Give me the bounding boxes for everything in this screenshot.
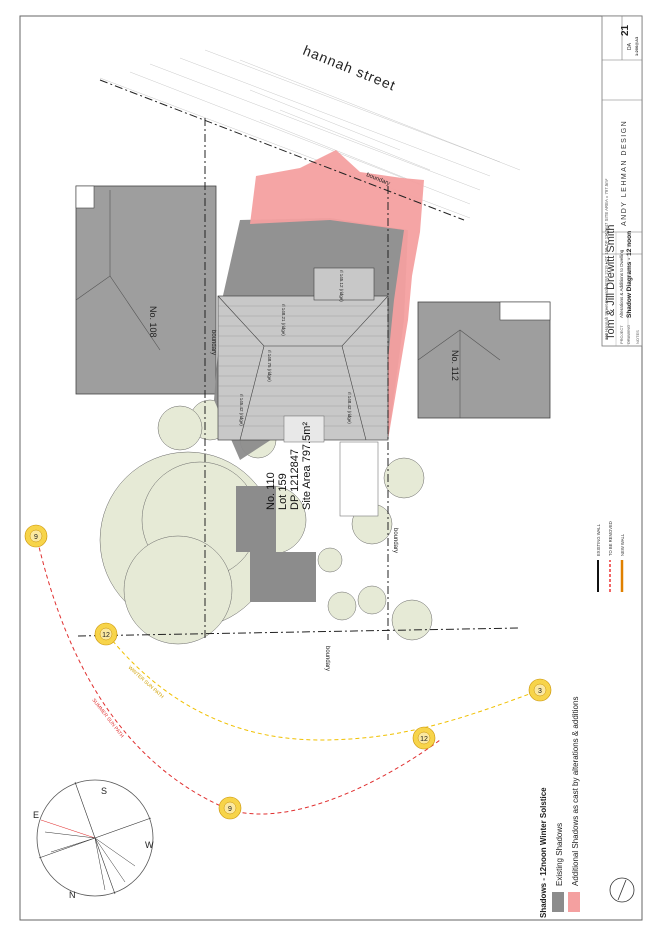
roof-hatch xyxy=(218,305,388,427)
notes-label: NOTES xyxy=(635,330,640,344)
sun-icon: 9 xyxy=(24,524,48,548)
lot-info: No. 110 Lot 159 DP 1212847 Site Area 797… xyxy=(265,422,313,510)
boundary-label-bottom: boundary xyxy=(324,646,330,671)
legend-removed-wall: TO BE REMOVED xyxy=(608,521,613,556)
boundary-label-right: boundary xyxy=(392,528,398,553)
svg-text:12: 12 xyxy=(102,632,110,639)
sun-icon: 12 xyxy=(412,726,436,750)
svg-text:3: 3 xyxy=(538,688,542,695)
drawing-value: Shadow Diagrams - 12 noon xyxy=(626,231,633,318)
site-address: 110 Hannah Street Beecroft NSW 2119 LOT … xyxy=(604,178,609,340)
compass: N S E W xyxy=(33,779,154,900)
lot-number: No. 110 xyxy=(265,472,277,510)
drawing-label: DRAWING xyxy=(626,325,631,344)
compass-n: N xyxy=(69,890,76,900)
legend-swatch-existing xyxy=(552,892,564,912)
site-boundary xyxy=(77,79,521,640)
compass-e: E xyxy=(33,810,39,820)
sun-icon: 3 xyxy=(528,678,552,702)
compass-w: W xyxy=(145,840,154,850)
legend-existing-wall: EXISTING WALL xyxy=(596,523,601,556)
svg-text:9: 9 xyxy=(228,806,232,813)
compass-s: S xyxy=(101,786,107,796)
sun-paths xyxy=(35,533,541,815)
sun-icon: 9 xyxy=(218,796,242,820)
svg-text:9: 9 xyxy=(34,534,38,541)
legend-existing: Existing Shadows xyxy=(555,823,564,886)
existing-shadow-lower xyxy=(236,486,276,552)
project-label: PROJECT xyxy=(619,325,624,344)
legend-additional: Additional Shadows as cast by alteration… xyxy=(571,697,580,886)
summer-sun-path xyxy=(35,533,441,815)
boundary-label-left: boundary xyxy=(210,330,216,355)
scale: 1:200@A3 xyxy=(634,36,639,56)
ridge-label-3: rl 145.42 (ridge) xyxy=(239,394,244,426)
lot-id: Lot 159 xyxy=(277,473,289,510)
house-no-110: rl 148.75 (ridge) rl 148.21 (ridge) rl 1… xyxy=(217,267,389,517)
lot-dp: DP 1212847 xyxy=(289,449,301,510)
title-block: Tom & Jill Drewitt Smith 110 Hannah Stre… xyxy=(601,15,643,347)
legend-title: Shadows - 12noon Winter Solstice xyxy=(539,787,548,918)
ridge-label-4: rl 148.42 (ridge) xyxy=(347,392,352,424)
winter-sun-path xyxy=(103,629,541,741)
firm-name: ANDY LEHMAN DESIGN xyxy=(621,120,628,226)
shadow-legend: Shadows - 12noon Winter Solstice Existin… xyxy=(539,697,580,918)
wall-legend: EXISTING WALL TO BE REMOVED NEW WALL xyxy=(596,521,625,592)
house-no-112-label: No. 112 xyxy=(450,350,460,381)
svg-text:12: 12 xyxy=(420,736,428,743)
ridge-label-2: rl 148.21 (ridge) xyxy=(281,304,286,336)
sun-icon: 12 xyxy=(94,622,118,646)
pool xyxy=(339,441,379,517)
north-arrow-icon xyxy=(609,877,635,903)
project-value: Alterations & Additions to Dwelling xyxy=(619,249,624,318)
client-name: Tom & Jill Drewitt Smith xyxy=(605,224,617,340)
legend-new-wall: NEW WALL xyxy=(620,533,625,556)
house-no-108: No. 108 xyxy=(75,185,217,395)
legend-swatch-additional xyxy=(568,892,580,912)
existing-shadow-lower-2 xyxy=(250,552,316,602)
lot-area: Site Area 797.5m² xyxy=(301,422,313,510)
ridge-label-5: rl 145.12 (ridge) xyxy=(339,270,344,302)
additional-shadow xyxy=(250,150,424,440)
ridge-label-1: rl 148.75 (ridge) xyxy=(267,350,272,382)
sun-icons: 9 12 3 9 12 xyxy=(24,524,552,820)
sheet-number: 21 xyxy=(620,24,631,36)
house-no-108-label: No. 108 xyxy=(148,306,158,338)
sheet-label: DA xyxy=(627,42,633,50)
house-no-112: No. 112 xyxy=(417,301,551,419)
